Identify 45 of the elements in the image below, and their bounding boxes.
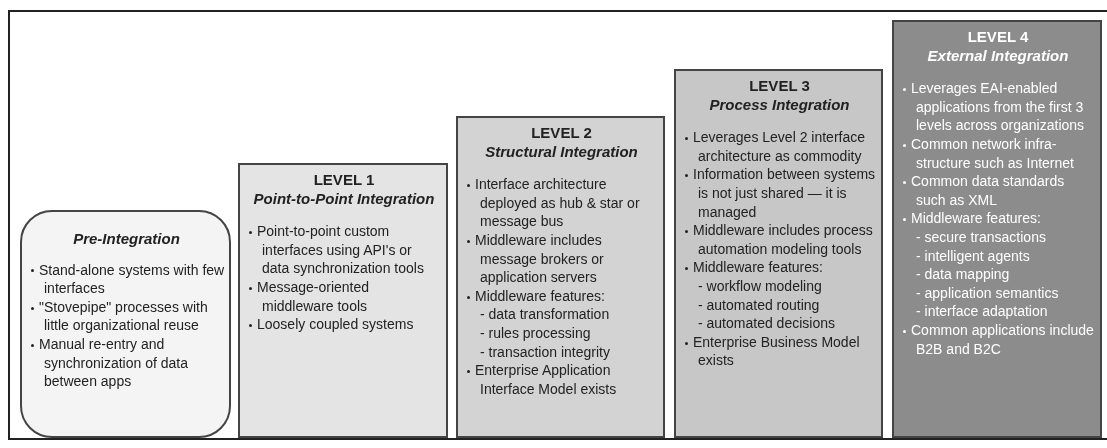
bullet-item: Common network infra-structure such as Internet bbox=[900, 134, 1096, 173]
bullet-item: Manual re-entry and synchronization of data between apps bbox=[28, 334, 225, 391]
bullet-item: Interface architecture deployed as hub & star or message bus bbox=[464, 175, 659, 231]
level-box bbox=[456, 116, 665, 438]
level-title: External Integration bbox=[926, 46, 1070, 66]
bullet-item: Common applications include B2B and B2C bbox=[900, 320, 1096, 359]
bullet-item: Leverages EAI-enabled applications from the first 3 levels across organizations bbox=[900, 79, 1096, 135]
bullet-item: Middleware includes message brokers or application servers bbox=[464, 230, 659, 287]
sub-item: - data mapping bbox=[915, 265, 1011, 284]
bullet-item: Middleware features: bbox=[464, 286, 659, 306]
sub-item: - application semantics bbox=[915, 283, 1060, 303]
sub-item: - intelligent agents bbox=[915, 246, 1031, 266]
bullet-item: Loosely coupled systems bbox=[246, 315, 442, 334]
sub-item: - automated decisions bbox=[697, 314, 836, 333]
level-heading: LEVEL 4 bbox=[966, 28, 1030, 47]
sub-item: - automated routing bbox=[697, 295, 821, 315]
level-heading: LEVEL 2 bbox=[530, 124, 593, 143]
level-title: Process Integration bbox=[708, 95, 851, 115]
bullet-item: Stand-alone systems with few interfaces bbox=[28, 260, 225, 298]
level-title: Pre-Integration bbox=[72, 230, 181, 249]
level-heading: LEVEL 3 bbox=[748, 77, 811, 96]
bullet-item: Enterprise Application Interface Model exists bbox=[464, 361, 659, 399]
bullet-item: Information between systems is not just shared — it is managed bbox=[682, 165, 877, 222]
level-box bbox=[674, 69, 883, 438]
bullet-item: Common data standards such as XML bbox=[900, 172, 1096, 210]
bullet-item: Middleware includes process automation modeling tools bbox=[682, 221, 877, 259]
bullet-item: Middleware features: bbox=[900, 209, 1096, 228]
bullet-item: Leverages Level 2 interface architecture as commodity bbox=[682, 128, 877, 166]
sub-item: - secure transactions bbox=[915, 227, 1047, 247]
bullet-item: Enterprise Business Model exists bbox=[682, 332, 877, 370]
bullet-item: Point-to-point custom interfaces using API's or data synchronization tools bbox=[246, 222, 442, 278]
sub-item: - rules processing bbox=[479, 323, 592, 343]
bullet-item: Message-oriented middleware tools bbox=[246, 277, 442, 316]
sub-item: - interface adaptation bbox=[915, 302, 1049, 321]
rounded-box bbox=[20, 210, 231, 438]
sub-item: - workflow modeling bbox=[697, 276, 823, 296]
level-heading: LEVEL 1 bbox=[312, 171, 376, 190]
bullet-item: Middleware features: bbox=[682, 258, 877, 277]
sub-item: - transaction integrity bbox=[479, 342, 611, 362]
sub-item: - data transformation bbox=[479, 305, 611, 324]
level-title: Point-to-Point Integration bbox=[252, 189, 436, 209]
level-title: Structural Integration bbox=[484, 142, 639, 162]
level-box bbox=[892, 20, 1102, 438]
level-box bbox=[238, 163, 448, 438]
bullet-item: "Stovepipe" processes with little organizational reuse bbox=[28, 297, 225, 335]
